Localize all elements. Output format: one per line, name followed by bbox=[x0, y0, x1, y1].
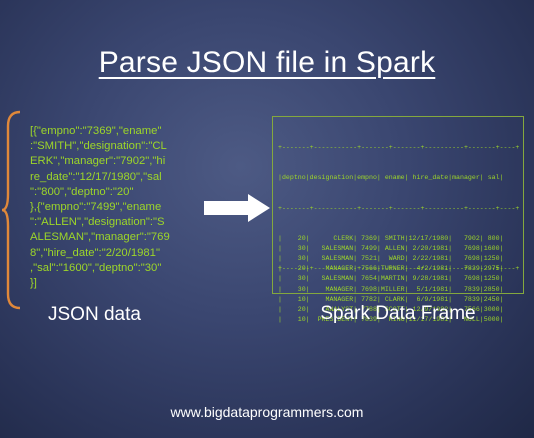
json-line: 8","hire_date":"2/20/1981" bbox=[30, 246, 160, 259]
table-row: | 20| CLERK| 7369| SMITH|12/17/1980| 790… bbox=[278, 235, 504, 243]
table-row: | 10| MANAGER| 7782| CLARK| 6/9/1981| 78… bbox=[278, 295, 504, 303]
json-data-text: [{"empno":"7369","ename" :"SMITH","design… bbox=[30, 124, 200, 291]
table-separator-top: +-------+-----------+-------+-------+---… bbox=[278, 144, 520, 152]
page-title: Parse JSON file in Spark bbox=[98, 46, 436, 79]
website-url[interactable]: www.bigdataprogrammers.com bbox=[170, 404, 364, 420]
table-row: | 30| SALESMAN| 7499| ALLEN| 2/20/1981| … bbox=[278, 245, 504, 253]
table-row: | 20| MANAGER| 7566|TURNER| 4/2/1981| 78… bbox=[278, 265, 504, 273]
json-line: },{"empno":"7499","ename bbox=[30, 201, 162, 214]
table-row: | 30| MANAGER| 7698|MILLER| 5/1/1981| 78… bbox=[278, 285, 504, 293]
spark-data-frame-table: +-------+-----------+-------+-------+---… bbox=[278, 123, 520, 323]
json-line: ":"800","deptno":"20" bbox=[30, 185, 134, 198]
table-separator-bottom: +-------+-----------+-------+-------+---… bbox=[278, 265, 520, 273]
table-header: |deptno|designation|empno| ename| hire_d… bbox=[278, 174, 504, 182]
table-rows: | 20| CLERK| 7369| SMITH|12/17/1980| 790… bbox=[278, 234, 519, 323]
table-row: | 30| SALESMAN| 7654|MARTIN| 9/28/1981| … bbox=[278, 275, 504, 283]
curly-brace-icon bbox=[1, 110, 21, 310]
spark-data-frame-box bbox=[272, 116, 524, 294]
table-row: | 10| PRESIDENT| 7839| KING|11/17/1981| … bbox=[278, 315, 504, 323]
json-data-label: JSON data bbox=[48, 304, 141, 325]
table-separator-mid: +-------+-----------+-------+-------+---… bbox=[278, 204, 520, 212]
right-arrow-icon bbox=[204, 194, 270, 222]
spark-data-frame-label: Spark Data Frame bbox=[320, 303, 476, 324]
json-line: ,"sal":"1600","deptno":"30" bbox=[30, 261, 162, 274]
json-line: ALESMAN","manager":"769 bbox=[30, 231, 170, 244]
table-row: | 20| ANALYST| 7788| SCOTT| 12/9/1982| 7… bbox=[278, 305, 504, 313]
json-line: :"SMITH","designation":"CL bbox=[30, 140, 167, 153]
json-line: ERK","manager":"7902","hi bbox=[30, 155, 166, 168]
json-line: [{"empno":"7369","ename" bbox=[30, 125, 162, 137]
json-line: re_date":"12/17/1980","sal bbox=[30, 170, 162, 183]
table-row: | 30| SALESMAN| 7521| WARD| 2/22/1981| 7… bbox=[278, 255, 504, 263]
json-line: ":"ALLEN","designation":"S bbox=[30, 216, 165, 229]
json-line: }] bbox=[30, 277, 37, 290]
